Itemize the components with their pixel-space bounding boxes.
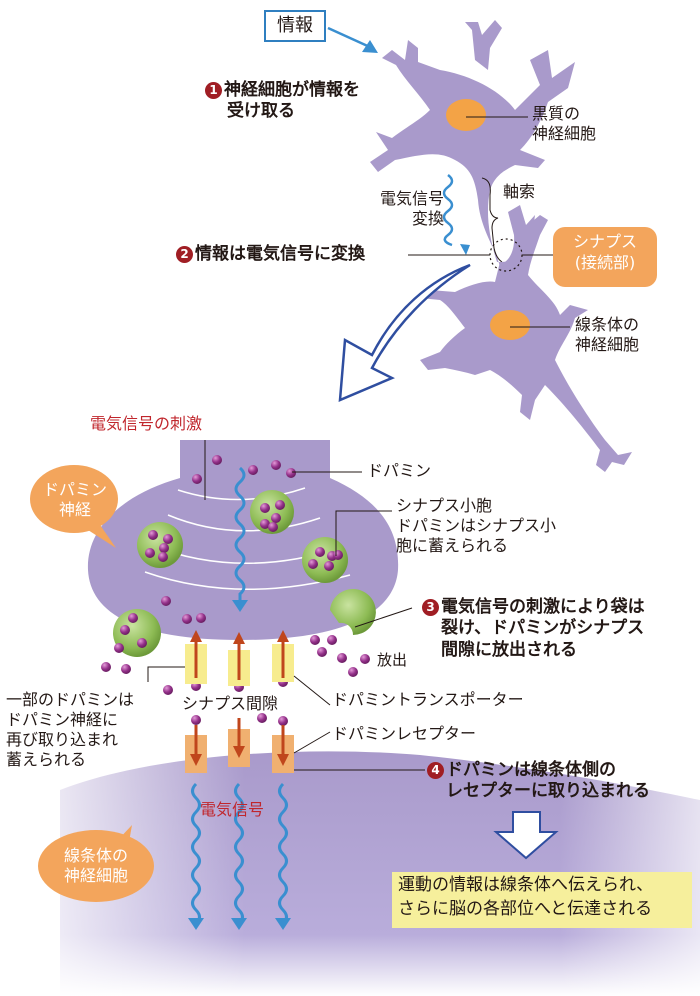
leader-lines <box>147 471 425 771</box>
signal-conversion-label: 電気信号 変換 <box>379 189 444 228</box>
receptor-label: ドパミンレセプター <box>332 724 477 743</box>
striatum-nucleus <box>490 310 530 340</box>
step2-badge: 2 <box>176 246 193 263</box>
substantia-nigra-label: 黒質の 神経細胞 <box>532 104 597 143</box>
signal-wave-top <box>442 174 454 247</box>
striatum-neuron <box>420 215 632 472</box>
result-arrow <box>493 811 559 860</box>
reuptake-arrows <box>190 630 289 680</box>
synapse-callout: シナプス (接続部) <box>553 227 657 287</box>
step1-badge: 1 <box>205 82 222 99</box>
striatum-bubble: 線条体の 神経細胞 <box>63 846 128 885</box>
striatum-neuron-label: 線条体の 神経細胞 <box>575 315 640 354</box>
vesicle <box>302 537 348 583</box>
striatum-bubble-shape <box>38 825 154 902</box>
nigra-nucleus <box>446 99 486 131</box>
info-arrow <box>327 26 378 53</box>
dopamine-molecules <box>101 455 370 726</box>
dopamine-label: ドパミン <box>367 461 432 480</box>
step4-badge: 4 <box>427 762 444 779</box>
binding-arrows <box>190 718 289 766</box>
signal-wave-terminal <box>234 466 246 600</box>
vesicle <box>113 609 161 657</box>
dopamine-nerve-bubble: ドパミン 神経 <box>42 480 107 519</box>
reuptake-label: 一部のドパミンは ドパミン神経に 再び取り込まれ 蓄えられる <box>6 690 135 769</box>
striatum-signal-waves <box>191 782 288 928</box>
release-label: 放出 <box>377 651 408 669</box>
axon-brace <box>481 177 503 263</box>
stimulus-label: 電気信号の刺激 <box>90 414 203 433</box>
dopamine-nerve-terminal <box>87 440 399 640</box>
info-box: 情報 <box>264 10 326 42</box>
electric-signal-label: 電気信号 <box>200 800 265 819</box>
synaptic-cleft-label: シナプス間隙 <box>182 694 279 713</box>
axon-label: 軸索 <box>503 182 536 201</box>
zoom-in-arrow <box>338 263 471 402</box>
step3-badge: 3 <box>422 599 439 616</box>
substantia-nigra-neuron <box>370 20 575 282</box>
transporter-label: ドパミントランスポーター <box>332 690 524 709</box>
vesicle-label: シナプス小胞 ドパミンはシナプス小 胞に蓄えられる <box>396 496 557 555</box>
summary-box: 運動の情報は線条体へ伝えられ、 さらに脳の各部位へと伝達される <box>392 872 692 928</box>
dopamine-nerve-bubble-shape <box>30 465 118 548</box>
